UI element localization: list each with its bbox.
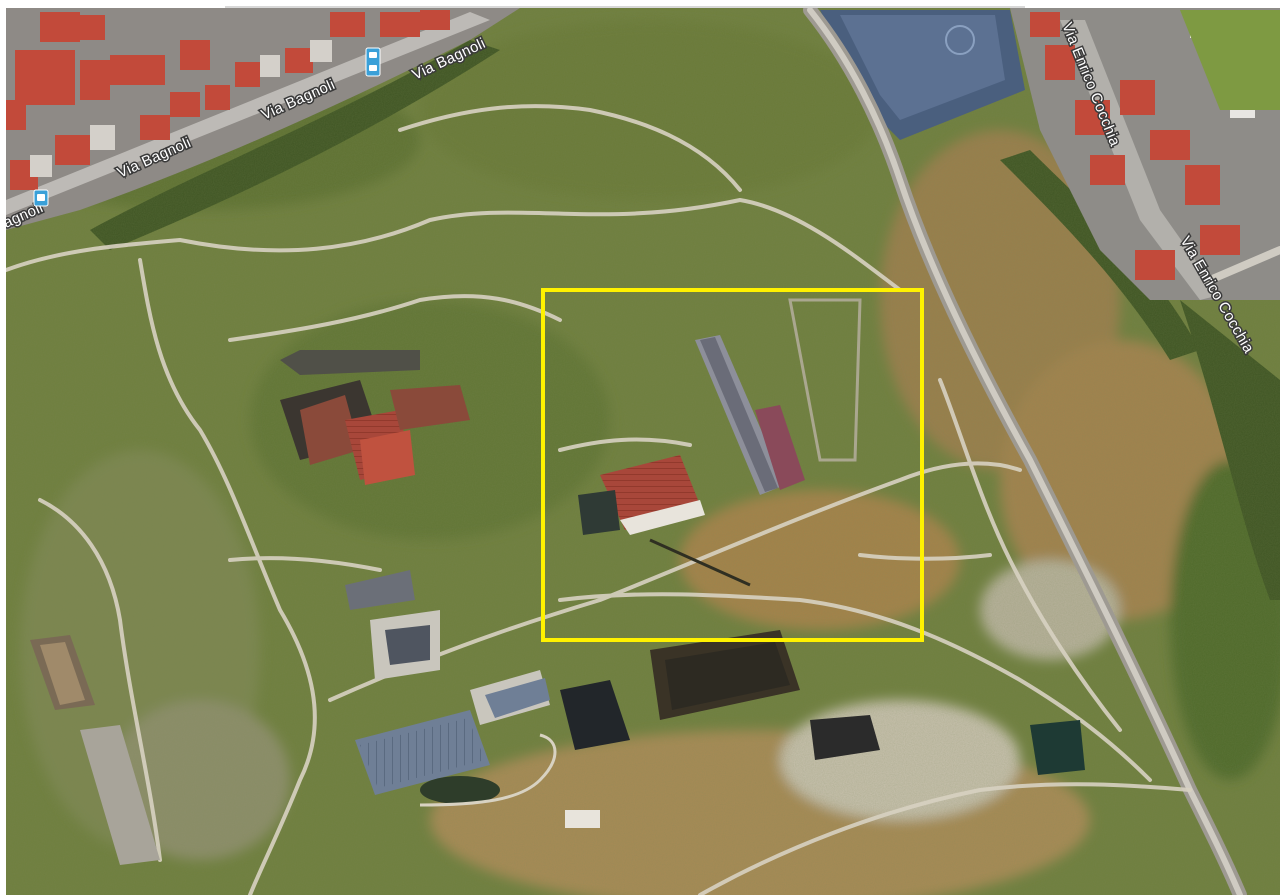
- shadow-line: [649, 538, 751, 587]
- field-outline: [788, 298, 862, 462]
- transit-stop-icon[interactable]: [33, 189, 49, 207]
- urban-area-top-right: [1010, 8, 1280, 300]
- transit-stop-icon[interactable]: [365, 47, 381, 77]
- ruined-building-cluster: [280, 350, 470, 485]
- red-roof-building: [578, 455, 705, 535]
- blue-roof-complex: [355, 670, 600, 828]
- highlight-rectangle: [541, 288, 924, 642]
- roads: [803, 3, 1280, 895]
- small-buildings: [30, 570, 1085, 865]
- long-warehouse: [695, 335, 805, 495]
- dirt-paths: [4, 104, 1192, 895]
